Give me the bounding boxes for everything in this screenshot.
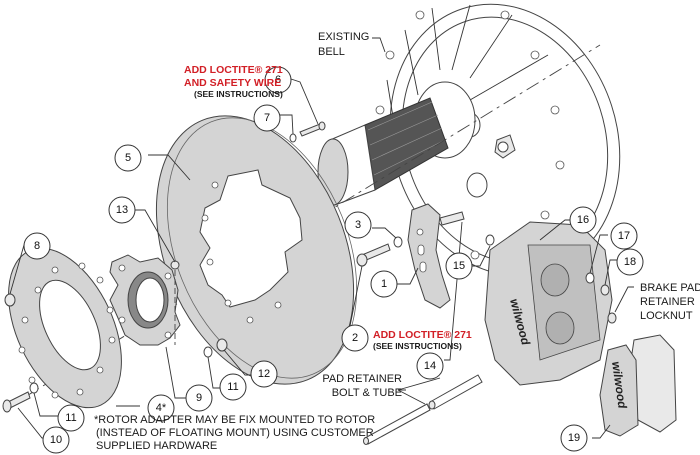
label-pad-retainer-bolt-tube: PAD RETAINER BOLT & TUBE <box>322 373 402 399</box>
retainer-locknut <box>607 312 617 324</box>
svg-text:RETAINER: RETAINER <box>640 296 695 308</box>
label-existing-bell: EXISTING BELL <box>318 31 369 58</box>
svg-text:ADD LOCTITE® 271: ADD LOCTITE® 271 <box>373 329 472 341</box>
svg-text:(SEE INSTRUCTIONS): (SEE INSTRUCTIONS) <box>194 89 283 99</box>
callout-6: 6 <box>264 66 292 94</box>
svg-text:13: 13 <box>116 204 128 216</box>
bolt-6 <box>299 121 326 137</box>
svg-text:16: 16 <box>577 214 589 226</box>
nut-12 <box>216 338 228 352</box>
svg-text:9: 9 <box>196 392 202 404</box>
svg-text:19: 19 <box>568 432 580 444</box>
callout-14: 14 <box>416 352 444 380</box>
callout-1: 1 <box>370 270 398 298</box>
svg-text:14: 14 <box>424 360 436 372</box>
svg-text:BRAKE PAD: BRAKE PAD <box>640 282 700 294</box>
svg-text:17: 17 <box>618 230 630 242</box>
svg-text:10: 10 <box>50 434 62 446</box>
svg-text:(SEE INSTRUCTIONS): (SEE INSTRUCTIONS) <box>373 341 462 351</box>
callout-8: 8 <box>23 232 51 260</box>
svg-text:11: 11 <box>65 412 76 424</box>
svg-text:12: 12 <box>258 368 270 380</box>
svg-text:8: 8 <box>34 240 40 252</box>
callout-12: 12 <box>250 360 278 388</box>
callout-4: 4* <box>147 394 175 422</box>
svg-text:BELL: BELL <box>318 46 345 58</box>
leader-lines <box>9 37 634 439</box>
svg-text:SUPPLIED HARDWARE: SUPPLIED HARDWARE <box>96 440 217 452</box>
callout-11-left: 11 <box>57 404 85 432</box>
svg-text:7: 7 <box>264 112 270 124</box>
callout-9: 9 <box>185 384 213 412</box>
callout-5: 5 <box>114 144 142 172</box>
svg-text:EXISTING: EXISTING <box>318 31 369 43</box>
callout-15: 15 <box>445 252 473 280</box>
nut-18 <box>600 284 610 296</box>
svg-text:AND SAFETY WIRE: AND SAFETY WIRE <box>184 77 281 89</box>
svg-text:11: 11 <box>227 381 238 393</box>
washer-3 <box>393 236 403 248</box>
callout-11-right: 11 <box>219 373 247 401</box>
instruction-loctite-safety-wire: ADD LOCTITE® 271 AND SAFETY WIRE (SEE IN… <box>184 64 283 99</box>
svg-text:PAD RETAINER: PAD RETAINER <box>322 373 402 385</box>
bolt-10 <box>2 391 31 413</box>
caliper: wilwood <box>484 221 613 386</box>
nut-8 <box>4 293 16 307</box>
instruction-loctite-271: ADD LOCTITE® 271 (SEE INSTRUCTIONS) <box>373 329 472 351</box>
svg-text:6: 6 <box>275 74 281 86</box>
svg-text:1: 1 <box>381 278 387 290</box>
svg-text:4*: 4* <box>156 402 167 414</box>
washer-11-left <box>29 382 39 394</box>
existing-bell <box>375 3 621 277</box>
svg-text:5: 5 <box>125 152 131 164</box>
washer-11-right <box>203 346 213 358</box>
splined-drive-flange <box>109 254 181 346</box>
footnote-rotor-adapter: *ROTOR ADAPTER MAY BE FIX MOUNTED TO ROT… <box>94 414 375 452</box>
svg-text:15: 15 <box>453 260 465 272</box>
callout-7: 7 <box>253 104 281 132</box>
pad-retainer-bolt-tube <box>363 374 483 445</box>
callout-16: 16 <box>569 206 597 234</box>
washer-7 <box>289 133 297 143</box>
pad-brand-logo: wilwood <box>609 360 630 409</box>
bolt-14 <box>439 211 465 226</box>
callout-3: 3 <box>344 211 372 239</box>
rotor-adapter <box>8 247 122 409</box>
callout-17: 17 <box>610 222 638 250</box>
callout-10: 10 <box>42 426 70 454</box>
bolt-2 <box>356 243 391 267</box>
callout-2: 2 <box>341 324 369 352</box>
svg-text:ADD LOCTITE® 271: ADD LOCTITE® 271 <box>184 64 283 76</box>
washer-15 <box>485 234 495 246</box>
callout-18: 18 <box>616 248 644 276</box>
svg-text:LOCKNUT: LOCKNUT <box>640 310 693 322</box>
splined-shaft <box>317 97 449 206</box>
svg-text:BOLT & TUBE: BOLT & TUBE <box>332 387 402 399</box>
brake-pads: wilwood <box>599 334 677 437</box>
svg-text:*ROTOR ADAPTER MAY BE FIX MOUN: *ROTOR ADAPTER MAY BE FIX MOUNTED TO ROT… <box>94 414 375 426</box>
svg-text:3: 3 <box>355 219 361 231</box>
nut-13 <box>170 260 180 270</box>
svg-text:2: 2 <box>352 332 358 344</box>
callout-19: 19 <box>560 424 588 452</box>
svg-text:18: 18 <box>624 256 636 268</box>
nut-17 <box>585 272 595 284</box>
svg-text:(INSTEAD OF FLOATING MOUNT) US: (INSTEAD OF FLOATING MOUNT) USING CUSTOM… <box>96 427 374 439</box>
callout-13: 13 <box>108 196 136 224</box>
rotor <box>155 115 358 385</box>
caliper-bracket <box>407 203 451 309</box>
label-brake-pad-retainer-locknut: BRAKE PAD RETAINER LOCKNUT <box>640 282 700 322</box>
